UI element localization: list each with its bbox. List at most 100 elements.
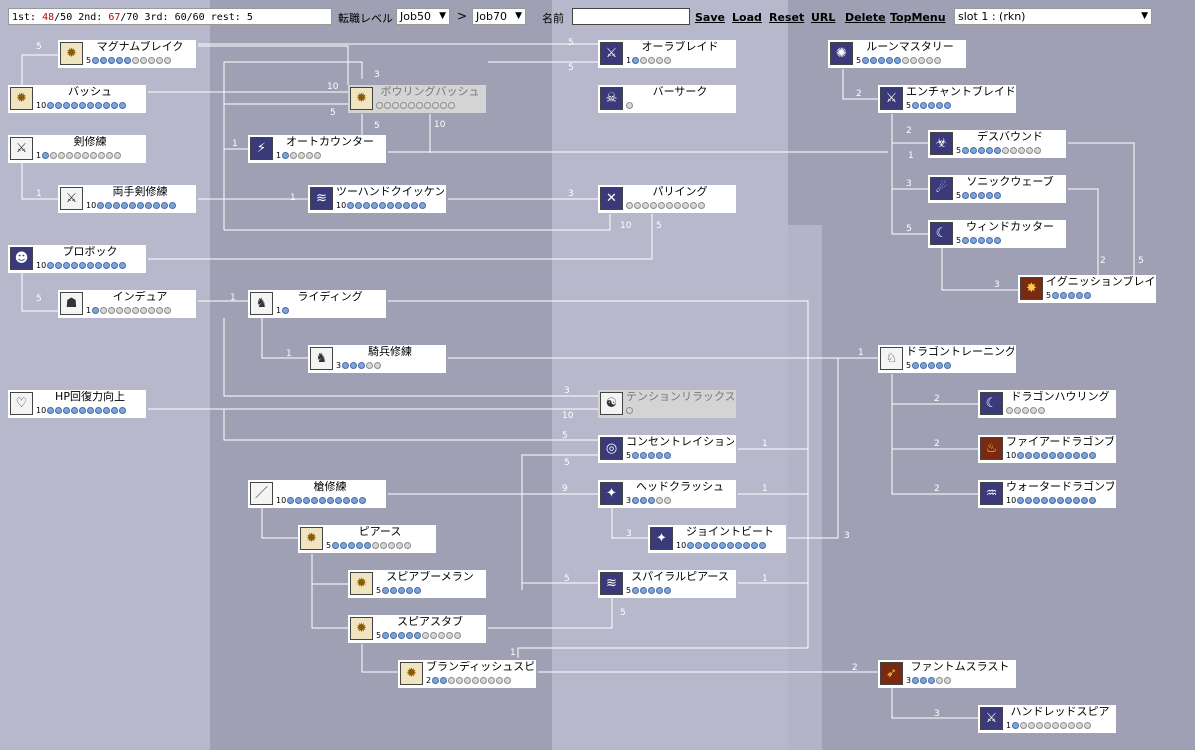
- berserk-icon[interactable]: ☠: [600, 87, 623, 110]
- level-dot-empty[interactable]: [164, 307, 172, 314]
- level-dot-filled[interactable]: [364, 542, 372, 549]
- level-dot-filled[interactable]: [359, 497, 367, 504]
- level-dot-filled[interactable]: [382, 587, 390, 594]
- level-dot-empty[interactable]: [372, 542, 380, 549]
- level-dots[interactable]: 1: [276, 305, 290, 316]
- level-dot-empty[interactable]: [944, 677, 952, 684]
- level-dots[interactable]: 1: [1006, 720, 1092, 731]
- level-dot-filled[interactable]: [111, 407, 119, 414]
- parrying-icon[interactable]: ✕: [600, 187, 623, 210]
- level-dot-filled[interactable]: [145, 202, 153, 209]
- level-dot-filled[interactable]: [414, 632, 422, 639]
- level-dot-empty[interactable]: [698, 202, 705, 209]
- level-dot-filled[interactable]: [632, 587, 640, 594]
- level-dot-empty[interactable]: [132, 57, 140, 64]
- level-dot-filled[interactable]: [55, 102, 63, 109]
- phantom-thrust-icon[interactable]: ➶: [880, 662, 903, 685]
- level-dot-empty[interactable]: [430, 632, 438, 639]
- level-dot-filled[interactable]: [103, 262, 111, 269]
- load-link[interactable]: Load: [732, 11, 762, 24]
- level-dot-empty[interactable]: [74, 152, 82, 159]
- level-dot-filled[interactable]: [640, 587, 648, 594]
- level-dot-filled[interactable]: [970, 147, 978, 154]
- level-dot-filled[interactable]: [340, 542, 348, 549]
- level-dots[interactable]: 5: [326, 540, 412, 551]
- rune-mastery-icon[interactable]: ✺: [830, 42, 853, 65]
- level-dots[interactable]: 10: [1006, 450, 1097, 461]
- level-dots[interactable]: [626, 405, 634, 416]
- level-dot-filled[interactable]: [303, 497, 311, 504]
- level-dot-filled[interactable]: [382, 632, 390, 639]
- level-dot-filled[interactable]: [1033, 497, 1041, 504]
- level-dot-filled[interactable]: [928, 102, 936, 109]
- level-dot-filled[interactable]: [936, 102, 944, 109]
- level-dot-empty[interactable]: [1020, 722, 1028, 729]
- level-dot-empty[interactable]: [634, 202, 641, 209]
- death-bound-icon[interactable]: ☣: [930, 132, 953, 155]
- level-dot-empty[interactable]: [626, 202, 633, 209]
- level-dot-filled[interactable]: [640, 497, 648, 504]
- level-dot-filled[interactable]: [113, 202, 121, 209]
- level-dot-filled[interactable]: [912, 102, 920, 109]
- level-dot-filled[interactable]: [108, 57, 116, 64]
- level-dot-filled[interactable]: [95, 102, 103, 109]
- level-dot-empty[interactable]: [1010, 147, 1018, 154]
- level-dots[interactable]: 5: [956, 145, 1042, 156]
- level-dot-empty[interactable]: [1084, 722, 1092, 729]
- level-dot-empty[interactable]: [448, 677, 456, 684]
- level-dots[interactable]: 1: [626, 55, 672, 66]
- level-dot-filled[interactable]: [1065, 452, 1073, 459]
- level-dot-filled[interactable]: [1012, 722, 1020, 729]
- level-dot-filled[interactable]: [912, 362, 920, 369]
- level-dot-filled[interactable]: [406, 587, 414, 594]
- level-dots[interactable]: 1: [86, 305, 172, 316]
- level-dot-filled[interactable]: [1084, 292, 1092, 299]
- level-dot-filled[interactable]: [119, 407, 127, 414]
- level-dot-empty[interactable]: [116, 307, 124, 314]
- fire-dragon-breath-icon[interactable]: ♨: [980, 437, 1003, 460]
- level-dot-filled[interactable]: [355, 202, 363, 209]
- hundred-spear-icon[interactable]: ⚔: [980, 707, 1003, 730]
- level-dots[interactable]: 5: [956, 190, 1002, 201]
- level-dot-filled[interactable]: [116, 57, 124, 64]
- level-dot-empty[interactable]: [640, 57, 648, 64]
- level-dot-filled[interactable]: [1068, 292, 1076, 299]
- level-dot-filled[interactable]: [111, 102, 119, 109]
- level-dot-empty[interactable]: [1022, 407, 1029, 414]
- level-dot-empty[interactable]: [464, 677, 472, 684]
- level-dot-empty[interactable]: [408, 102, 415, 109]
- level-dots[interactable]: 10: [36, 100, 127, 111]
- level-dot-filled[interactable]: [994, 237, 1002, 244]
- level-dot-empty[interactable]: [664, 57, 672, 64]
- level-dot-filled[interactable]: [71, 262, 79, 269]
- endure-icon[interactable]: ☗: [60, 292, 83, 315]
- level-dot-filled[interactable]: [79, 407, 87, 414]
- level-dot-empty[interactable]: [658, 202, 665, 209]
- level-dot-filled[interactable]: [962, 237, 970, 244]
- level-dot-filled[interactable]: [414, 587, 422, 594]
- level-dot-filled[interactable]: [1065, 497, 1073, 504]
- level-dot-empty[interactable]: [480, 677, 488, 684]
- spear-mastery-icon[interactable]: ／: [250, 482, 273, 505]
- level-dot-filled[interactable]: [63, 102, 71, 109]
- level-dots[interactable]: 10: [36, 405, 127, 416]
- level-dot-filled[interactable]: [42, 152, 50, 159]
- level-dot-empty[interactable]: [400, 102, 407, 109]
- two-hand-quicken-icon[interactable]: ≋: [310, 187, 333, 210]
- skill-box[interactable]: ♨ファイアードラゴンブレス10: [978, 435, 1116, 463]
- joint-beat-icon[interactable]: ✦: [650, 527, 673, 550]
- level-dot-filled[interactable]: [886, 57, 894, 64]
- level-dot-empty[interactable]: [374, 362, 382, 369]
- level-dot-empty[interactable]: [1076, 722, 1084, 729]
- level-dots[interactable]: 10: [1006, 495, 1097, 506]
- level-dot-filled[interactable]: [343, 497, 351, 504]
